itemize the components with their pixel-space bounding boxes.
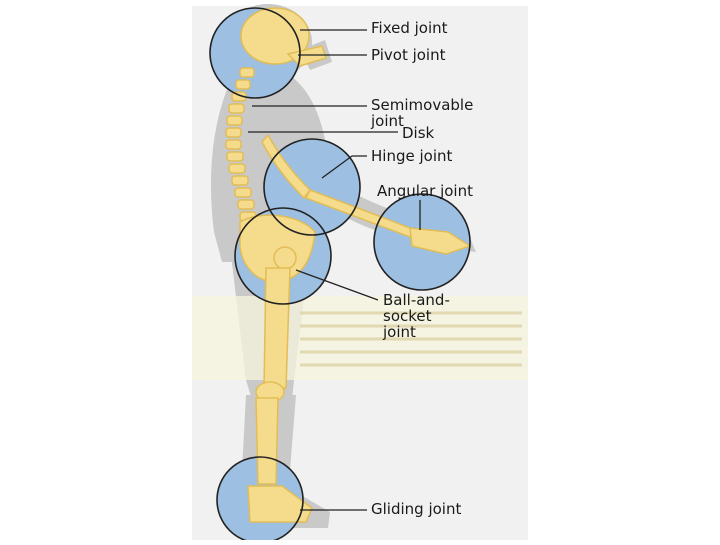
vertebra [239,67,255,78]
skull [240,7,310,65]
vertebra [226,115,243,126]
label-pivot-joint: Pivot joint [371,46,446,64]
vertebra [234,187,252,198]
label-angular-joint: Angular joint [377,182,473,200]
label-hinge-joint: Hinge joint [371,147,453,165]
femur-head [273,246,297,270]
skeleton [225,7,472,523]
overlay-text-lines [300,311,522,367]
vertebra [235,79,251,90]
vertebra [225,139,242,150]
hinge-joint-circle [263,138,361,236]
vertebra [226,151,244,162]
vertebra [237,199,255,210]
label-fixed-joint: Fixed joint [371,19,448,37]
label-gliding-joint: Gliding joint [371,500,462,518]
pivot-joint-circle [209,7,301,99]
vertebra [228,163,246,174]
jaw [286,45,327,67]
joint-outlines [209,7,471,544]
vertebra [225,127,242,138]
label-disk: Disk [402,124,435,142]
label-ball-and-socket-joint: Ball-and- socket joint [383,291,450,341]
upper-arm-bone [261,133,311,200]
hand-bones [409,227,472,255]
foot-bones [247,485,313,523]
label-semimovable-joint: Semimovable joint [371,96,474,130]
callout-lines [248,29,421,511]
ball-socket-joint-circle [234,207,332,305]
vertebra [228,103,245,114]
angular-joint-circle [373,193,471,291]
femur [263,267,291,389]
vertebra [231,175,249,186]
shin-bones [255,397,279,485]
